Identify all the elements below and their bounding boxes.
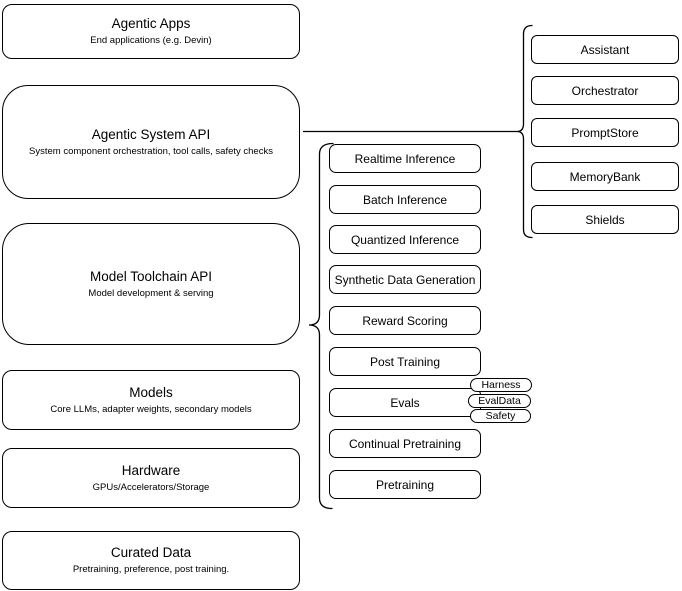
layer-title: Hardware: [121, 462, 181, 478]
service-label: Batch Inference: [362, 192, 448, 207]
tag-safety: Safety: [470, 409, 531, 423]
tag-evaldata: EvalData: [468, 394, 531, 408]
service-pretraining: Pretraining: [329, 470, 481, 499]
service-evals: Evals: [329, 388, 481, 417]
service-continual-pretraining: Continual Pretraining: [329, 429, 481, 458]
component-label: Shields: [585, 212, 625, 227]
system-components-brace: [516, 24, 533, 239]
layer-agentic-apps: Agentic Apps End applications (e.g. Devi…: [2, 4, 300, 59]
layer-title: Models: [129, 384, 173, 400]
service-synthetic-data-generation: Synthetic Data Generation: [329, 265, 481, 294]
layer-title: Curated Data: [110, 545, 192, 560]
layer-title: Agentic Apps: [111, 16, 191, 31]
service-post-training: Post Training: [329, 347, 481, 376]
layer-subtitle: System component orchestration, tool cal…: [29, 145, 273, 157]
service-realtime-inference: Realtime Inference: [329, 144, 481, 173]
service-label: Realtime Inference: [354, 151, 456, 166]
layer-subtitle: Model development & serving: [88, 287, 214, 299]
layer-title: Model Toolchain API: [89, 268, 213, 284]
service-label: Evals: [390, 395, 420, 410]
layer-model-toolchain-api: Model Toolchain API Model development & …: [2, 223, 300, 345]
layer-agentic-system-api: Agentic System API System component orch…: [2, 85, 300, 199]
service-label: Post Training: [369, 354, 441, 369]
component-label: Assistant: [580, 42, 630, 57]
service-batch-inference: Batch Inference: [329, 185, 481, 214]
component-assistant: Assistant: [531, 35, 679, 64]
component-promptstore: PromptStore: [531, 118, 679, 147]
layer-models: Models Core LLMs, adapter weights, secon…: [2, 370, 300, 430]
component-label: PromptStore: [571, 125, 639, 140]
component-memorybank: MemoryBank: [531, 162, 679, 191]
service-label: Reward Scoring: [362, 313, 448, 328]
service-label: Synthetic Data Generation: [334, 272, 476, 287]
service-label: Continual Pretraining: [348, 436, 462, 451]
layer-subtitle: Core LLMs, adapter weights, secondary mo…: [50, 403, 252, 415]
service-quantized-inference: Quantized Inference: [329, 225, 481, 254]
layer-curated-data: Curated Data Pretraining, preference, po…: [2, 531, 300, 590]
layer-subtitle: GPUs/Accelerators/Storage: [92, 481, 210, 493]
service-reward-scoring: Reward Scoring: [329, 306, 481, 335]
service-label: Pretraining: [375, 477, 435, 492]
component-orchestrator: Orchestrator: [531, 76, 679, 105]
layer-title: Agentic System API: [91, 126, 211, 142]
component-label: MemoryBank: [569, 169, 641, 184]
layer-hardware: Hardware GPUs/Accelerators/Storage: [2, 448, 300, 508]
layer-subtitle: End applications (e.g. Devin): [90, 35, 212, 46]
component-shields: Shields: [531, 205, 679, 234]
component-label: Orchestrator: [571, 83, 639, 98]
tag-label: EvalData: [478, 395, 521, 407]
tag-label: Safety: [485, 410, 516, 422]
tag-harness: Harness: [470, 378, 532, 392]
layer-subtitle: Pretraining, preference, post training.: [72, 564, 230, 575]
tag-label: Harness: [481, 379, 521, 391]
service-label: Quantized Inference: [350, 232, 460, 247]
